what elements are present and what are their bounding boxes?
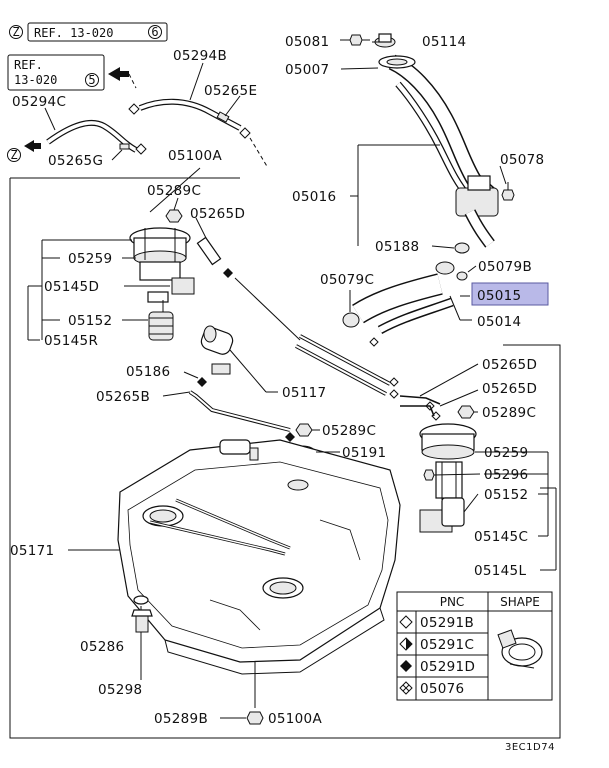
filler-cap-05114 [374,33,396,48]
label-05296[interactable]: 05296 [484,467,528,483]
clamp-05265e [216,111,230,123]
gasket-05286 [133,595,149,605]
label-05186[interactable]: 05186 [126,364,170,380]
highlight-05015[interactable] [471,282,549,306]
ref-line1: REF. [14,58,43,72]
leader-lines [27,39,557,719]
nut-05289c-b [295,423,313,437]
label-05294c[interactable]: 05294C [12,94,66,110]
label-05100a-top[interactable]: 05100A [168,148,222,164]
label-05145r[interactable]: 05145R [44,333,98,349]
label-05265d-c[interactable]: 05265D [482,381,537,397]
ref-z-letter: Z [10,148,17,162]
label-05294b[interactable]: 05294B [173,48,227,64]
table-pnc-05076[interactable]: 05076 [420,681,464,697]
ref-circle-number: 6 [151,25,158,39]
hose-clamp-icon [497,629,543,669]
label-05259-b[interactable]: 05259 [484,445,528,461]
table-pnc-05291c[interactable]: 05291C [420,637,474,653]
label-05171[interactable]: 05171 [10,543,54,559]
ref-text: REF. 13-020 [34,26,113,40]
filler-hose-05015 [342,261,468,347]
table-pnc-05291d[interactable]: 05291D [420,659,475,675]
bolt-05081 [349,34,370,46]
fuel-tank [117,439,401,675]
label-05289c-b[interactable]: 05289C [322,423,376,439]
outline-diamond-icon [399,615,413,629]
fuel-pump-right [399,395,477,533]
label-05265e[interactable]: 05265E [204,83,257,99]
drain-plug-05298 [131,609,153,633]
label-05145c[interactable]: 05145C [474,529,528,545]
label-05265g[interactable]: 05265G [48,153,103,169]
label-05016[interactable]: 05016 [292,189,336,205]
part-labels: 05081 05114 05007 05294B 05265E 05294C 0… [10,34,544,727]
fuel-pump-left [129,227,195,341]
label-05117[interactable]: 05117 [282,385,326,401]
bolt-05078 [501,182,515,201]
label-05191[interactable]: 05191 [342,445,386,461]
label-05265d-a[interactable]: 05265D [190,206,245,222]
nut-05289c-a [165,209,183,223]
label-05079b[interactable]: 05079B [478,259,532,275]
label-05298[interactable]: 05298 [98,682,142,698]
label-05289c-c[interactable]: 05289C [482,405,536,421]
ref-line2: 13-020 [14,73,57,87]
filler-neck [378,54,499,248]
fuel-line-center [234,277,399,399]
half-diamond-icon [399,637,413,651]
cross-diamond-icon [399,681,413,695]
table-header-pnc: PNC [440,595,465,609]
fuel-filter [197,325,234,387]
label-05081[interactable]: 05081 [285,34,329,50]
label-05289c-a[interactable]: 05289C [147,183,201,199]
hose-05294b [128,98,269,169]
label-05259-a[interactable]: 05259 [68,251,112,267]
hose-05294c [46,119,147,155]
ref-13-020-6[interactable]: Z REF. 13-020 6 [9,22,168,42]
nut-05289c-c [457,405,475,419]
pnc-shape-table: PNC SHAPE 05291B 05291C 05291D 05076 [396,591,553,701]
label-05152-a[interactable]: 05152 [68,313,112,329]
fuel-line-05265b [188,390,295,442]
label-05152-b[interactable]: 05152 [484,487,528,503]
assembly-outline [9,178,561,739]
filled-diamond-icon [400,660,412,672]
label-05079c[interactable]: 05079C [320,272,374,288]
label-05188[interactable]: 05188 [375,239,419,255]
label-05114[interactable]: 05114 [422,34,466,50]
label-05100a-bottom[interactable]: 05100A [268,711,322,727]
label-05265b[interactable]: 05265B [96,389,150,405]
ref-circle-number: 5 [88,73,95,87]
label-05015[interactable]: 05015 [477,288,521,304]
label-05286[interactable]: 05286 [80,639,124,655]
table-pnc-05291b[interactable]: 05291B [420,615,474,631]
nut-05289b [246,711,264,725]
label-05289b[interactable]: 05289B [154,711,208,727]
ref-z-lower[interactable]: Z [7,140,42,162]
clamp-05188 [454,242,470,254]
label-05145d[interactable]: 05145D [44,279,99,295]
label-05007[interactable]: 05007 [285,62,329,78]
arrow-left-icon [108,67,137,89]
label-05265d-b[interactable]: 05265D [482,357,537,373]
ref-z-letter: Z [12,25,19,39]
label-05145l[interactable]: 05145L [474,563,526,579]
hose-05265d-a [196,236,233,278]
diagram-code: 3EC1D74 [505,742,555,753]
label-05014[interactable]: 05014 [477,314,521,330]
ref-13-020-5[interactable]: REF. 13-020 5 [7,54,105,91]
label-05078[interactable]: 05078 [500,152,544,168]
table-header-shape: SHAPE [500,595,540,609]
